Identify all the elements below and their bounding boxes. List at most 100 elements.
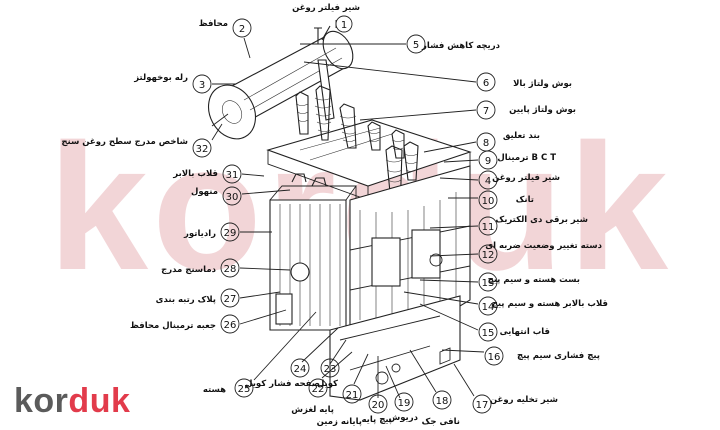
callout-20: 20 پیچ پایه bbox=[362, 394, 392, 425]
callout-label: شاخص مدرج سطح روغن سنج bbox=[61, 137, 188, 147]
callout-number: 11 bbox=[482, 222, 495, 233]
callout-number: 7 bbox=[483, 106, 489, 117]
callout-23: 23 کویل bbox=[317, 358, 340, 389]
callout-number: 29 bbox=[224, 228, 237, 239]
callout-number: 31 bbox=[226, 170, 239, 181]
callout-label: بست هسته و سیم پیچ bbox=[488, 275, 580, 285]
callout-label: پایانه زمین bbox=[317, 417, 362, 427]
brand-logo: korduk bbox=[14, 383, 130, 419]
callout-15: 15 قاب انتهایی bbox=[478, 322, 550, 342]
callout-label: هسته bbox=[203, 385, 226, 395]
callout-number: 15 bbox=[482, 328, 495, 339]
callout-label: شیر فیلتر روغن bbox=[292, 3, 360, 13]
callout-27: 27 پلاک رتبه بندی bbox=[156, 288, 240, 308]
callout-label: منهول bbox=[191, 187, 218, 197]
callout-number: 24 bbox=[294, 364, 307, 375]
callout-number: 19 bbox=[398, 398, 411, 409]
callout-label: نافی جک bbox=[422, 417, 460, 427]
callout-number: 23 bbox=[324, 364, 337, 375]
callout-label: پلاک رتبه بندی bbox=[156, 295, 216, 305]
callout-label: تانک bbox=[516, 195, 534, 205]
callout-number: 13 bbox=[482, 278, 495, 289]
callout-32: 32 شاخص مدرج سطح روغن سنج bbox=[61, 137, 212, 158]
callout-16: 16 پیچ فشاری سیم پیچ bbox=[484, 346, 600, 366]
thermometer-dial bbox=[290, 262, 310, 282]
callout-leaders bbox=[211, 20, 485, 399]
callout-6: 6 بوش ولتاژ بالا bbox=[476, 72, 572, 92]
callout-number: 27 bbox=[224, 294, 237, 305]
callout-label: رادیاتور bbox=[183, 229, 216, 239]
callout-label: دریوش bbox=[388, 413, 418, 423]
callout-label: شیر فیلتر روغن bbox=[492, 173, 560, 183]
callout-7: 7 بوش ولتاژ پایین bbox=[476, 100, 576, 120]
tank-lid bbox=[266, 119, 472, 201]
callout-label: کویل bbox=[317, 379, 338, 389]
callout-22: 22 پایه لغزش bbox=[291, 378, 334, 415]
callout-label: قاب انتهایی bbox=[500, 327, 550, 337]
callout-number: 8 bbox=[483, 138, 489, 149]
callout-25: 25 هسته bbox=[203, 378, 254, 398]
brand-logo-part2: duk bbox=[68, 382, 131, 420]
callout-4: 4 شیر فیلتر روغن bbox=[478, 170, 560, 190]
hv-bushings bbox=[295, 85, 357, 149]
callout-label: قلاب بالابر bbox=[172, 169, 218, 179]
callout-17: 17 شیر تخلیه روغن bbox=[472, 394, 558, 414]
callout-label: بند تعلیق bbox=[503, 131, 540, 141]
callout-number: 1 bbox=[341, 20, 347, 31]
callout-label: بوش ولتاژ پایین bbox=[509, 105, 576, 115]
transformer-illustration bbox=[207, 25, 472, 401]
callout-label: دسته تغییر وضعیت ضربه ای bbox=[485, 241, 602, 251]
callout-number: 6 bbox=[483, 78, 489, 89]
callout-number: 16 bbox=[488, 352, 501, 363]
core-and-coils bbox=[349, 165, 471, 331]
callout-number: 3 bbox=[199, 80, 205, 91]
callout-5: 5 دریچه کاهش فشار bbox=[406, 34, 501, 54]
callout-label: رله بوخهولتز bbox=[133, 73, 188, 83]
callout-number: 28 bbox=[224, 264, 237, 275]
callout-label: بوش ولتاژ بالا bbox=[513, 79, 572, 89]
callout-label: پیچ پایه bbox=[362, 415, 392, 425]
base-skid bbox=[329, 295, 461, 401]
callout-12: 12 دسته تغییر وضعیت ضربه ای bbox=[478, 241, 603, 264]
callout-number: 20 bbox=[372, 400, 385, 411]
callout-2: 2 محافظ bbox=[199, 18, 252, 38]
conservator-tank bbox=[207, 25, 354, 140]
callout-number: 26 bbox=[224, 320, 237, 331]
callout-11: 11 شیر برقی دی الکتریک bbox=[478, 215, 589, 236]
callout-19: 19 دریوش bbox=[388, 392, 419, 423]
callout-number: 25 bbox=[238, 384, 251, 395]
callout-number: 14 bbox=[482, 302, 495, 313]
lifting-hook bbox=[291, 173, 307, 183]
callout-14: 14 قلاب بالابر هسته و سیم پیچ bbox=[478, 296, 608, 316]
callout-8: 8 بند تعلیق bbox=[476, 131, 540, 152]
callout-label: دماسنج مدرج bbox=[161, 265, 217, 275]
callout-26: 26 جعبه ترمینال محافظ bbox=[130, 314, 240, 334]
callout-number: 5 bbox=[413, 40, 419, 51]
callout-label: پایه لغزش bbox=[291, 405, 334, 415]
callout-label: شیر برقی دی الکتریک bbox=[496, 215, 589, 225]
terminal-box bbox=[275, 293, 293, 325]
callout-3: 3 رله بوخهولتز bbox=[133, 73, 212, 94]
callout-9: 9 ترمینال B C T bbox=[478, 150, 556, 170]
callout-label: صفحه فشار کویل bbox=[245, 379, 320, 389]
callout-1: 1 شیر فیلتر روغن bbox=[292, 3, 360, 33]
callout-number: 32 bbox=[196, 144, 209, 155]
callout-13: 13 بست هسته و سیم پیچ bbox=[478, 272, 580, 292]
callout-18: 18 نافی جک bbox=[422, 390, 460, 427]
callout-label: دریچه کاهش فشار bbox=[421, 41, 501, 51]
callout-28: 28 دماسنج مدرج bbox=[161, 258, 240, 278]
callout-number: 12 bbox=[482, 250, 495, 261]
callout-number: 4 bbox=[485, 176, 491, 187]
callout-number: 30 bbox=[226, 192, 239, 203]
callout-label: پیچ فشاری سیم پیچ bbox=[517, 351, 600, 361]
callout-label: جعبه ترمینال محافظ bbox=[130, 321, 216, 331]
brand-logo-part1: kor bbox=[14, 382, 69, 420]
callout-label: محافظ bbox=[199, 19, 228, 29]
callout-number: 18 bbox=[436, 396, 449, 407]
callout-number: 21 bbox=[346, 390, 359, 401]
callout-10: 10 تانک bbox=[478, 190, 534, 210]
callout-number: 22 bbox=[312, 384, 325, 395]
callout-31: 31 قلاب بالابر bbox=[172, 164, 242, 184]
